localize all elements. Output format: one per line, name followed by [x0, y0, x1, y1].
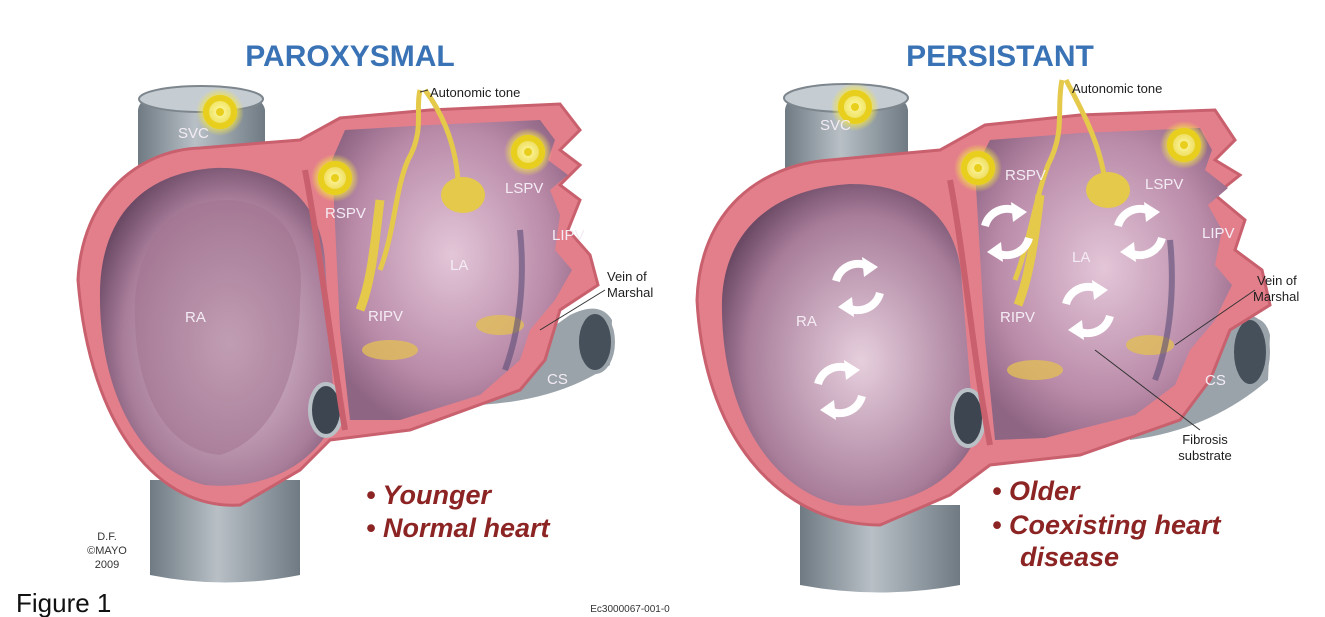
ganglion-2: [362, 340, 418, 360]
ganglion-1: [1086, 172, 1130, 208]
bullet-disease: disease: [1020, 542, 1119, 572]
label-svc: SVC: [178, 125, 209, 142]
label-lspv: LSPV: [1145, 176, 1183, 193]
bullet-normal-heart: • Normal heart: [366, 513, 551, 543]
label-autonomic: Autonomic tone: [430, 85, 520, 100]
trigger-ring-icon: [504, 128, 552, 176]
label-fibrosis-2: substrate: [1178, 448, 1231, 463]
label-fibrosis-1: Fibrosis: [1182, 432, 1228, 447]
label-cs: CS: [1205, 372, 1226, 389]
bullet-younger: • Younger: [366, 480, 492, 510]
label-vein-1: Vein of: [607, 269, 647, 284]
right-panel: PERSISTANT SVC Autonomic tone RSPV LSPV: [697, 40, 1299, 593]
label-vein-2: Marshal: [1253, 289, 1299, 304]
bullet-coexisting: • Coexisting heart: [992, 510, 1222, 540]
trigger-ring-icon: [954, 144, 1002, 192]
ganglion-1: [441, 177, 485, 213]
figure-label: Figure 1: [16, 588, 111, 617]
label-la: LA: [450, 257, 468, 274]
credit-line-3: 2009: [95, 559, 119, 571]
label-ra: RA: [185, 309, 206, 326]
trigger-ring-icon: [311, 154, 359, 202]
trigger-ring-icon: [1160, 121, 1208, 169]
label-lipv: LIPV: [552, 227, 585, 244]
cs-opening: [1232, 318, 1268, 386]
label-vein-1: Vein of: [1257, 273, 1297, 288]
label-la: LA: [1072, 249, 1090, 266]
label-rspv: RSPV: [325, 205, 366, 222]
label-svc: SVC: [820, 117, 851, 134]
label-ripv: RIPV: [368, 308, 403, 325]
label-autonomic: Autonomic tone: [1072, 81, 1162, 96]
label-lspv: LSPV: [505, 180, 543, 197]
right-title: PERSISTANT: [906, 40, 1094, 73]
label-cs: CS: [547, 371, 568, 388]
figure-code: Ec3000067-001-0: [590, 604, 670, 615]
label-ra: RA: [796, 313, 817, 330]
credit-line-1: D.F.: [97, 531, 117, 543]
left-title: PAROXYSMAL: [245, 40, 454, 73]
label-lipv: LIPV: [1202, 225, 1235, 242]
label-ripv: RIPV: [1000, 309, 1035, 326]
bullet-older: • Older: [992, 476, 1081, 506]
label-vein-2: Marshal: [607, 285, 653, 300]
ganglion-2: [1007, 360, 1063, 380]
credit-line-2: ©MAYO: [87, 545, 127, 557]
label-rspv: RSPV: [1005, 167, 1046, 184]
cs-opening: [577, 312, 613, 372]
left-panel: PAROXYSMAL SVC Autonomic t: [78, 40, 653, 583]
